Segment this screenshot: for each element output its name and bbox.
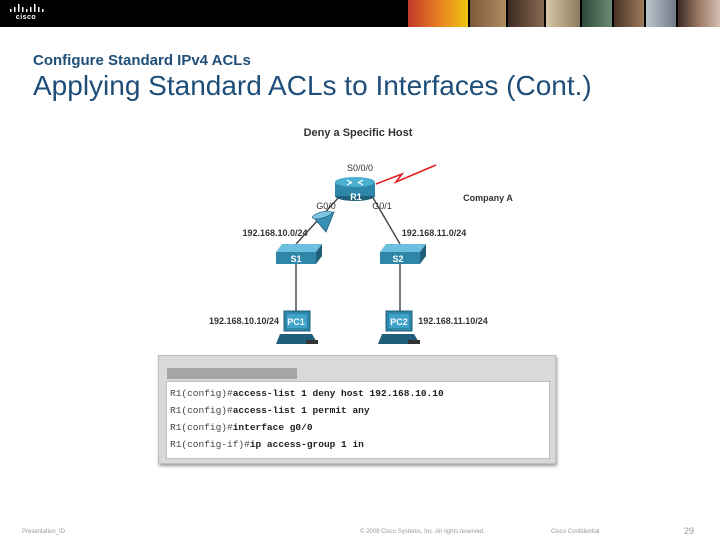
footer-confidential: Cisco Confidential — [551, 529, 600, 535]
company-label: Company A — [463, 193, 513, 203]
cli-line: R1(config)#access-list 1 permit any — [170, 405, 370, 416]
cli-command: interface g0/0 — [232, 422, 313, 433]
router-name: R1 — [350, 192, 362, 202]
header-photo — [470, 0, 506, 27]
switch-left-name: S1 — [290, 254, 301, 264]
serial-interface-label: S0/0/0 — [347, 163, 373, 173]
network-diagram: Deny a Specific Host S0/0/0 R1 G0/0 G0/1… — [209, 127, 513, 344]
link-r1-s2 — [371, 195, 401, 245]
header-photo — [408, 0, 468, 27]
footer-copyright: © 2008 Cisco Systems, Inc. All rights re… — [360, 529, 485, 535]
diagram-title: Deny a Specific Host — [304, 127, 413, 139]
cli-line: R1(config-if)#ip access-group 1 in — [170, 439, 364, 450]
cli-line: R1(config)#interface g0/0 — [170, 422, 313, 433]
router-left-interface: G0/0 — [316, 201, 336, 211]
page-number: 29 — [684, 526, 695, 536]
right-network-label: 192.168.11.0/24 — [402, 228, 467, 238]
pc-right-name: PC2 — [390, 317, 408, 327]
cli-panel: R1(config)#access-list 1 deny host 192.1… — [158, 355, 556, 464]
cli-command: access-list 1 permit any — [232, 405, 370, 416]
router-icon — [335, 177, 375, 201]
router-right-interface: G0/1 — [372, 201, 392, 211]
switch-icon — [380, 244, 426, 264]
pc-left-name: PC1 — [287, 317, 305, 327]
left-network-label: 192.168.10.0/24 — [242, 228, 307, 238]
cli-output: R1(config)#access-list 1 deny host 192.1… — [166, 381, 550, 459]
cli-prompt: R1(config)# — [170, 388, 233, 399]
footer-presentation-id: Presentation_ID — [22, 529, 66, 535]
header-photo — [508, 0, 544, 27]
pc-icon — [276, 310, 318, 344]
slide-title: Applying Standard ACLs to Interfaces (Co… — [33, 70, 592, 101]
pc-left-ip: 192.168.10.10/24 — [209, 316, 279, 326]
header-photo — [546, 0, 580, 27]
header-photo — [646, 0, 676, 27]
pc-right-ip: 192.168.11.10/24 — [418, 316, 488, 326]
cisco-bars-icon — [10, 4, 44, 12]
header-photo — [678, 0, 720, 27]
switch-icon — [276, 244, 322, 264]
logo-text: cisco — [15, 14, 37, 21]
filter-cone-icon — [312, 210, 335, 233]
header-photo — [614, 0, 644, 27]
cli-line: R1(config)#access-list 1 deny host 192.1… — [170, 388, 444, 399]
slide-subtitle: Configure Standard IPv4 ACLs — [33, 52, 251, 69]
cisco-logo: cisco — [8, 4, 44, 24]
cli-prompt: R1(config-if)# — [170, 439, 250, 450]
header-photo — [582, 0, 612, 27]
header-photo-strip — [408, 0, 720, 27]
cli-prompt: R1(config)# — [170, 422, 233, 433]
cli-command: ip access-group 1 in — [249, 439, 364, 450]
pc-icon — [378, 310, 420, 344]
switch-right-name: S2 — [392, 254, 403, 264]
cli-command: access-list 1 deny host 192.168.10.10 — [232, 388, 444, 399]
header-bar: cisco — [0, 0, 720, 27]
cli-header-bar — [167, 368, 297, 379]
serial-link-icon — [375, 164, 437, 185]
cli-prompt: R1(config)# — [170, 405, 233, 416]
